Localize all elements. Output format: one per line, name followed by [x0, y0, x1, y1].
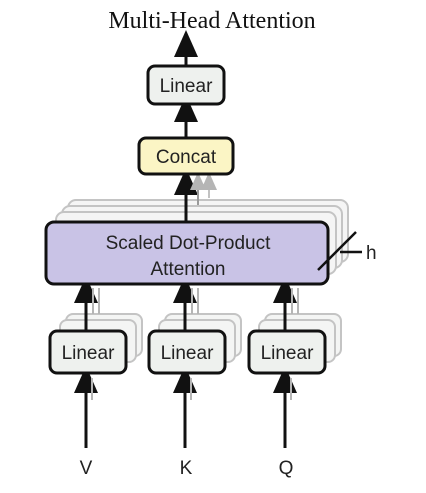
input-k-label: K: [180, 458, 193, 479]
linear-k-block: Linear: [147, 329, 227, 375]
input-v-label: V: [80, 458, 93, 479]
linear-to-attention-shadow-arrows: [92, 288, 299, 314]
heads-bracket: [317, 231, 362, 271]
linear-v-label: Linear: [62, 343, 115, 364]
attention-label-line2: Attention: [151, 259, 226, 280]
concat-label: Concat: [156, 147, 217, 168]
linear-q-label: Linear: [261, 343, 314, 364]
input-q-label: Q: [279, 458, 294, 479]
linear-q-block: Linear: [247, 329, 327, 375]
input-shadow-arrows: [91, 378, 292, 400]
linear-to-attention-arrows: [74, 276, 297, 330]
linear-v-block: Linear: [48, 329, 128, 375]
concat-block: Concat: [137, 136, 235, 176]
scaled-dot-product-attention-block: Scaled Dot-Product Attention: [44, 220, 330, 286]
diagram-title: Multi-Head Attention: [108, 8, 315, 34]
input-arrows: [74, 366, 297, 448]
linear-top-block: Linear: [146, 64, 226, 106]
heads-label: h: [366, 243, 377, 264]
attention-label-line1: Scaled Dot-Product: [106, 233, 271, 254]
attention-to-concat-arrows: [174, 168, 217, 222]
linear-k-label: Linear: [161, 343, 214, 364]
linear-top-label: Linear: [160, 76, 213, 97]
